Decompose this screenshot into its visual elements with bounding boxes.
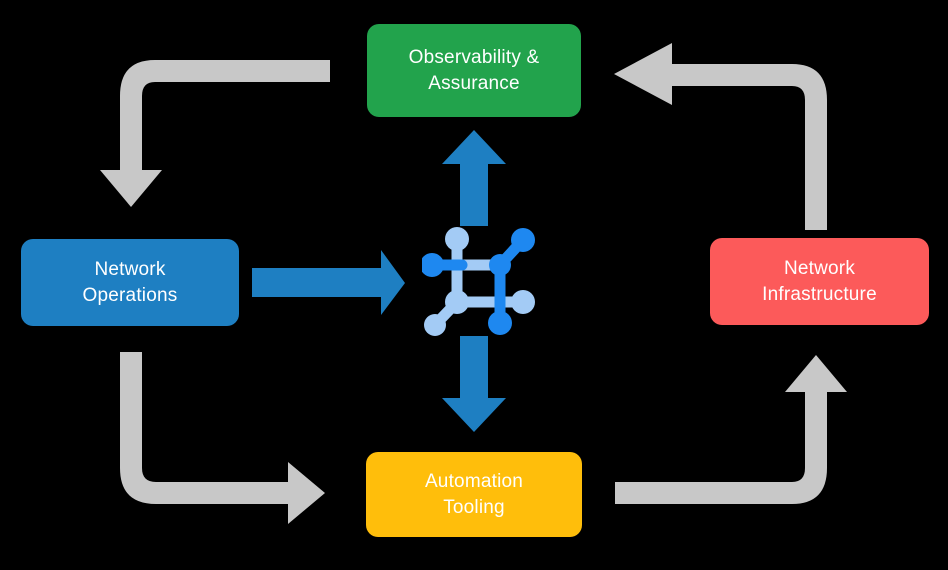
topology-node-hub-dark: [489, 254, 511, 276]
arrow-center-to-observability: [442, 130, 506, 226]
arrow-operations-to-center: [252, 250, 405, 315]
topology-nodes: [422, 227, 535, 336]
topology-node-hub-light: [445, 290, 469, 314]
topology-node-topright-dark: [511, 228, 535, 252]
network-topology-icon: [422, 227, 535, 336]
topology-node-right-light: [511, 290, 535, 314]
node-box-observability-assurance[interactable]: Observability & Assurance: [367, 24, 581, 117]
topology-node-bottomleft-light: [424, 314, 446, 336]
topology-node-top-light: [445, 227, 469, 251]
topology-node-bottom-dark: [488, 311, 512, 335]
arrow-observability-to-operations: [100, 60, 330, 207]
node-box-network-operations[interactable]: Network Operations: [21, 239, 239, 326]
node-box-network-infrastructure[interactable]: Network Infrastructure: [710, 238, 929, 325]
arrow-infrastructure-to-observability: [614, 43, 827, 230]
node-box-automation-tooling[interactable]: Automation Tooling: [366, 452, 582, 537]
arrow-center-to-automation: [442, 336, 506, 432]
topology-node-left-dark: [422, 253, 444, 277]
arrow-automation-to-infrastructure: [615, 355, 847, 504]
arrow-operations-to-automation: [120, 352, 325, 524]
